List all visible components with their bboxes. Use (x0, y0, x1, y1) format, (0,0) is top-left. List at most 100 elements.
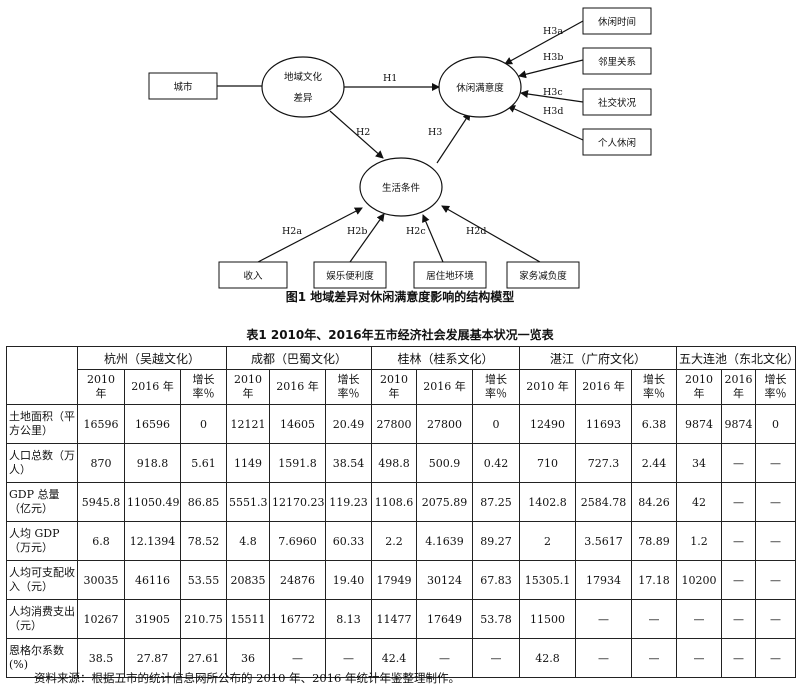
table-cell: — (676, 599, 722, 639)
table-cell: 31905 (124, 599, 181, 639)
table-cell: 2 (519, 521, 576, 561)
node-diff-label-2: 差异 (293, 92, 313, 104)
table-year-header: 2016 年 (269, 369, 326, 405)
table-city-header: 杭州（吴越文化） (77, 346, 227, 370)
node-income-box (218, 261, 288, 289)
table-cell: 78.52 (180, 521, 227, 561)
table-cell: 0 (472, 404, 520, 444)
table-cell: 710 (519, 443, 576, 483)
table-cell: 78.89 (631, 521, 677, 561)
table-cell: — (721, 560, 756, 600)
table-cell: 2584.78 (575, 482, 632, 522)
table-cell: 53.55 (180, 560, 227, 600)
table-cell: 12490 (519, 404, 576, 444)
table-city-header: 湛江（广府文化） (519, 346, 677, 370)
table-cell: — (721, 599, 756, 639)
table-cell: 89.27 (472, 521, 520, 561)
table-cell: 16596 (77, 404, 125, 444)
table-cell: 3.5617 (575, 521, 632, 561)
table-cell: 9874 (721, 404, 756, 444)
table-cell: 42.4 (371, 638, 417, 678)
table-cell: 16772 (269, 599, 326, 639)
table-cell: 15305.1 (519, 560, 576, 600)
node-living-label: 生活条件 (382, 182, 421, 194)
table-cell: 6.38 (631, 404, 677, 444)
node-satisfaction-label: 休闲满意度 (456, 82, 504, 94)
table-cell: — (325, 638, 372, 678)
table-year-header: 2010 年 (77, 369, 125, 405)
table-cell: 86.85 (180, 482, 227, 522)
node-living-ellipse (359, 157, 443, 217)
edge-h2c (422, 214, 444, 263)
label-h3a: H3a (543, 26, 563, 37)
table-cell: — (676, 638, 722, 678)
node-diff-label-1: 地域文化 (284, 71, 323, 83)
table-cell: 60.33 (325, 521, 372, 561)
label-h3: H3 (428, 127, 442, 138)
table-city-header-row: 杭州（吴越文化）成都（巴蜀文化）桂林（桂系文化）湛江（广府文化）五大连池（东北文… (6, 346, 796, 405)
table-cell: 4.1639 (416, 521, 473, 561)
table-cell: — (575, 599, 632, 639)
table-cell: — (755, 638, 796, 678)
table-cell: — (755, 443, 796, 483)
edge-h2d (441, 205, 541, 263)
table-cell: 30124 (416, 560, 473, 600)
table-cell: — (755, 599, 796, 639)
table-cell: 27800 (371, 404, 417, 444)
table-cell: 11500 (519, 599, 576, 639)
table-row-label: 人均可支配收入（元） (6, 560, 78, 600)
table-cell: 11050.49 (124, 482, 181, 522)
node-neighbor-label: 邻里关系 (598, 56, 636, 68)
label-h3b: H3b (543, 52, 563, 63)
table-cell: 20.49 (325, 404, 372, 444)
table-cell: 16596 (124, 404, 181, 444)
table-cell: 15511 (226, 599, 270, 639)
table-cell: 27.61 (180, 638, 227, 678)
table-year-header: 增长率％ (325, 369, 372, 405)
node-social-box (582, 88, 652, 116)
table-cell: — (755, 482, 796, 522)
table-cell: 67.83 (472, 560, 520, 600)
label-h1: H1 (383, 73, 397, 84)
table-cell: 42 (676, 482, 722, 522)
node-housework-label: 家务减负度 (519, 270, 567, 282)
node-environment-box (413, 261, 487, 289)
table-cell: 0 (755, 404, 796, 444)
table-cell: 1149 (226, 443, 270, 483)
table-cell: 119.23 (325, 482, 372, 522)
edge-h3d (507, 105, 584, 141)
label-h2b: H2b (347, 226, 367, 237)
table-cell: — (269, 638, 326, 678)
edge-h2b (349, 213, 385, 263)
structural-model-diagram: H1 H2 H3 H3a H3b H3c H3d H2a H2b H2c H2d… (148, 7, 652, 289)
table-year-header: 2010 年 (371, 369, 417, 405)
table-year-header: 2016 年 (721, 369, 756, 405)
edge-h2 (329, 110, 384, 159)
table-cell: 2075.89 (416, 482, 473, 522)
table-cell: 53.78 (472, 599, 520, 639)
edge-h3 (436, 112, 471, 164)
table-cell: 9874 (676, 404, 722, 444)
node-entertain-label: 娱乐便利度 (326, 270, 374, 282)
table-cell: 5945.8 (77, 482, 125, 522)
table-year-header: 2010 年 (519, 369, 576, 405)
node-personal-box (582, 128, 652, 156)
table-cell: 11693 (575, 404, 632, 444)
edge-h3b (518, 59, 584, 79)
table-cell: — (721, 638, 756, 678)
table-cell: 498.8 (371, 443, 417, 483)
table-year-header: 增长率％ (755, 369, 796, 405)
node-city-label: 城市 (173, 81, 193, 93)
table-cell: 17.18 (631, 560, 677, 600)
table-cell: — (755, 521, 796, 561)
table-city-header: 五大连池（东北文化） (676, 346, 796, 370)
node-environment-label: 居住地环境 (426, 270, 474, 282)
table-caption: 表1 2010年、2016年五市经济社会发展基本状况一览表 (246, 328, 554, 342)
label-h2c: H2c (406, 226, 426, 237)
